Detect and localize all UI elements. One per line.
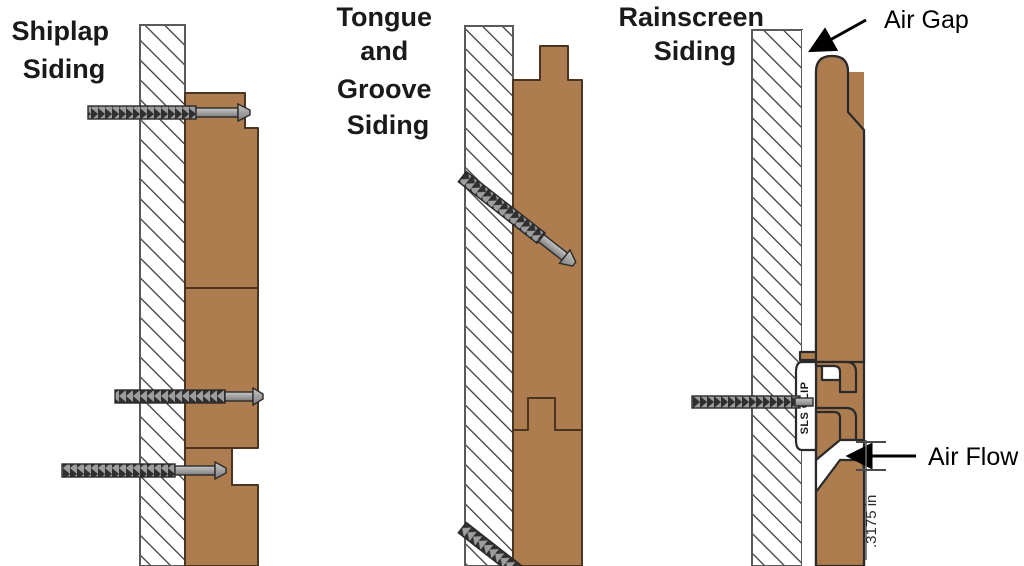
board-joint-lines-shiplap <box>185 287 258 486</box>
screw-tg-2 <box>457 521 547 566</box>
panel-tongue-and-groove: Tongue and Groove Siding <box>337 2 583 566</box>
panel-tongue-and-groove-title: Tongue and Groove Siding <box>337 2 440 140</box>
screw-thread <box>61 463 176 478</box>
panel-rainscreen: Rainscreen Siding SLS CLIP <box>618 2 1019 566</box>
siding-board-tg-lower <box>512 397 583 566</box>
dimension-label: .3175 in <box>863 495 880 548</box>
title-line: Siding <box>654 36 737 66</box>
sls-clip-label: SLS CLIP <box>799 382 811 435</box>
screw-head <box>214 460 227 481</box>
screw-thread <box>87 105 197 120</box>
screw-shiplap-2 <box>114 386 264 407</box>
title-line: Siding <box>23 54 106 84</box>
annotation-air-flow: Air Flow <box>845 442 1019 471</box>
air-gap-label: Air Gap <box>884 6 969 34</box>
panel-shiplap: Shiplap Siding <box>11 16 264 566</box>
screw-shank <box>794 397 814 407</box>
wall-substrate-rainscreen <box>751 29 803 566</box>
title-line: Rainscreen <box>618 2 764 32</box>
screw-thread <box>114 389 226 404</box>
screw-head <box>237 102 251 123</box>
screw-shiplap-1 <box>87 102 251 123</box>
air-flow-label: Air Flow <box>928 443 1019 471</box>
air-gap-channel <box>802 30 814 566</box>
screw-shank <box>224 391 254 402</box>
board-upper-outline <box>814 54 866 364</box>
dimension-air-gap-thickness: .3175 in <box>856 440 886 560</box>
screw-tg-1 <box>457 170 577 267</box>
wall-substrate-tg <box>464 25 514 566</box>
board-interlock-upper <box>814 360 858 394</box>
annotation-air-gap: Air Gap <box>808 6 969 53</box>
title-line: Shiplap <box>11 16 109 46</box>
air-gap-arrow <box>808 18 867 53</box>
screw-thread <box>691 395 801 409</box>
screw-shiplap-3 <box>61 460 227 481</box>
screw-head <box>558 248 577 267</box>
screw-shank <box>174 465 216 476</box>
screw-thread <box>457 521 547 566</box>
screw-rainscreen-1 <box>691 395 814 409</box>
title-line: Siding <box>347 110 430 140</box>
panel-shiplap-title: Shiplap Siding <box>11 16 116 84</box>
title-line: and <box>360 36 408 66</box>
title-line: Groove <box>337 74 432 104</box>
title-line: Tongue <box>337 2 432 32</box>
siding-board-shiplap <box>184 92 259 566</box>
screw-shank <box>195 107 239 118</box>
screw-head <box>252 386 264 407</box>
panel-rainscreen-title: Rainscreen Siding <box>618 2 771 66</box>
